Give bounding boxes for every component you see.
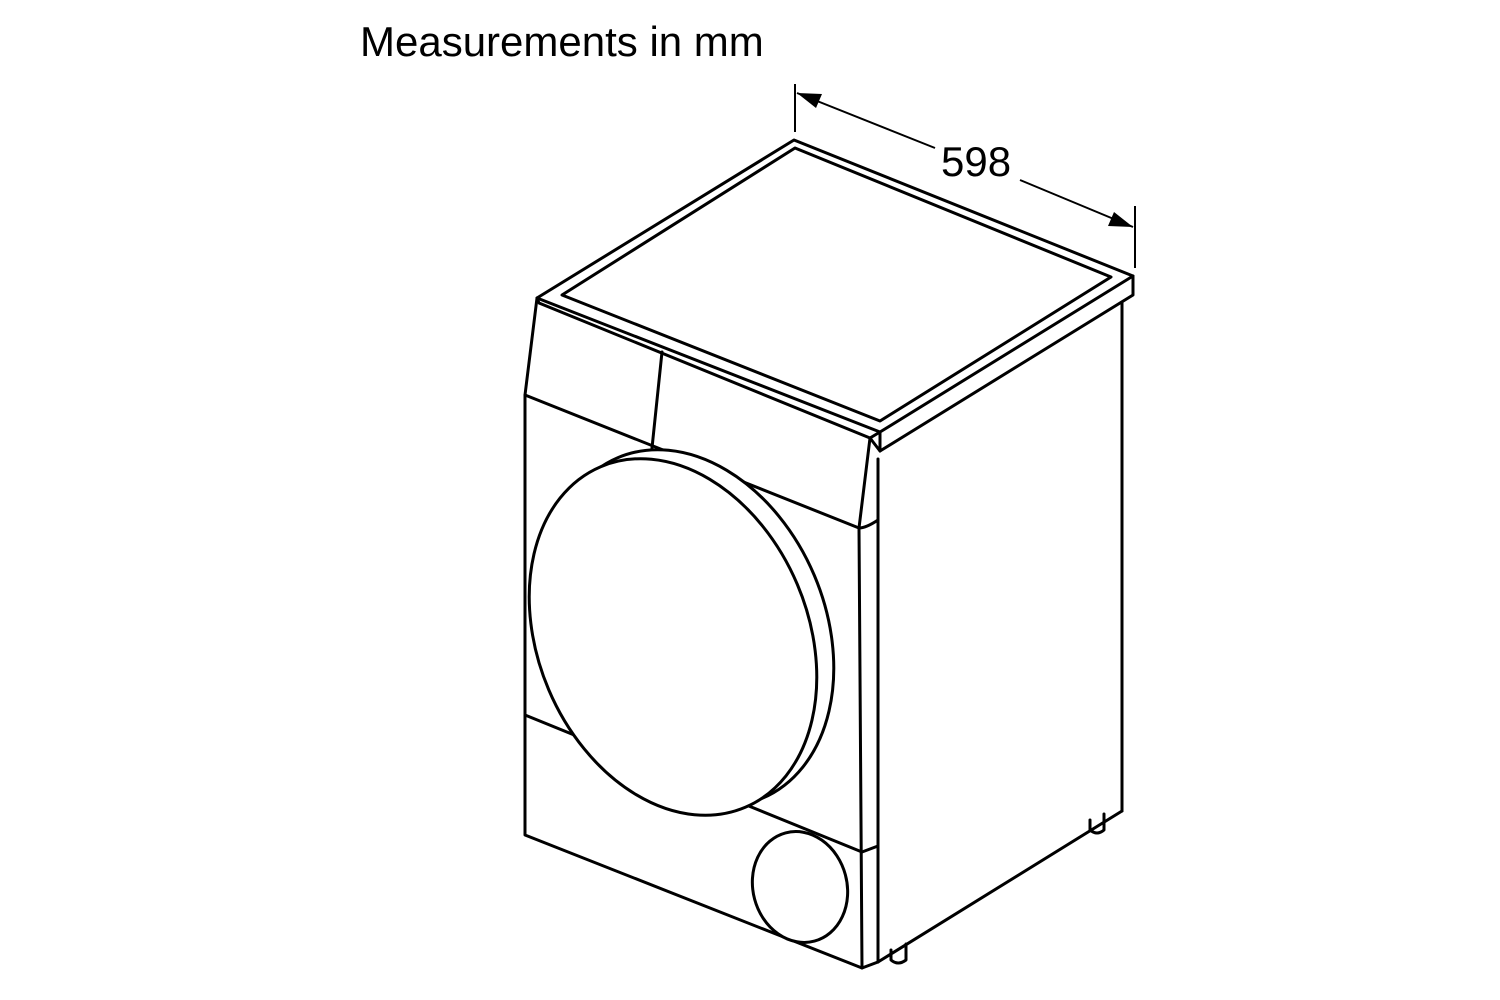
control-panel-bottom-edge bbox=[523, 393, 880, 530]
service-flap[interactable] bbox=[740, 821, 860, 954]
side-bottom-edge bbox=[876, 809, 1124, 964]
front-left-edge bbox=[523, 296, 880, 970]
top-corner bbox=[868, 436, 882, 453]
rear-foot bbox=[1088, 812, 1106, 835]
top-outer-edge bbox=[535, 138, 1135, 434]
front-panel bbox=[476, 296, 880, 970]
width-dimension: 598 bbox=[794, 84, 1136, 268]
dimension-line-left bbox=[796, 92, 936, 149]
top-side-thickness bbox=[878, 274, 1135, 453]
door-window[interactable] bbox=[476, 414, 869, 860]
front-foot bbox=[889, 942, 908, 965]
control-panel-divider bbox=[650, 350, 664, 450]
top-inner-edge bbox=[560, 146, 1113, 423]
arrow-left-icon bbox=[797, 93, 822, 108]
arrow-right-icon bbox=[1108, 212, 1133, 227]
front-right-edge bbox=[857, 436, 872, 970]
width-value: 598 bbox=[941, 138, 1011, 185]
side-panel bbox=[876, 300, 1124, 965]
measurements-caption: Measurements in mm bbox=[360, 18, 764, 65]
top-worktop bbox=[535, 138, 1135, 453]
